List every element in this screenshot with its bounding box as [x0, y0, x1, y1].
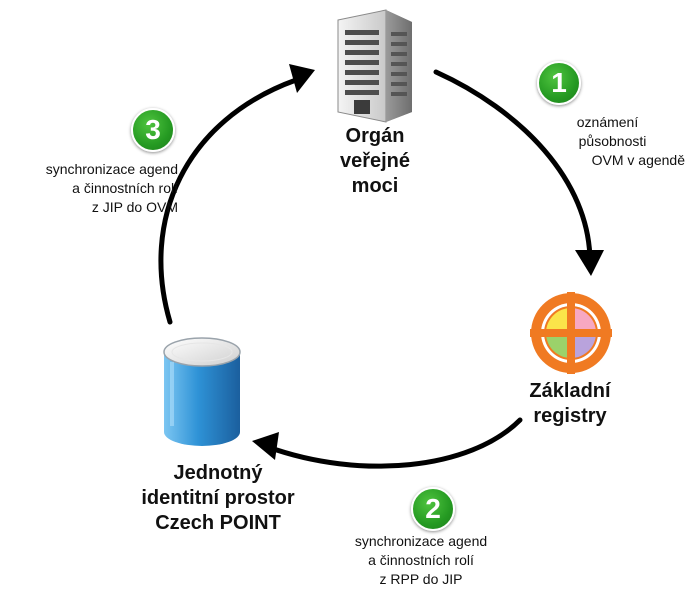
- step-2-badge: 2: [411, 487, 455, 531]
- arrow-organ-to-registry: [433, 69, 604, 276]
- step-1-badge: 1: [537, 61, 581, 105]
- step-3-badge: 3: [131, 108, 175, 152]
- step-1-text: oznámení působnosti OVM v agendě: [576, 114, 685, 168]
- step-2-text: synchronizace agend a činnostních rolí z…: [354, 533, 488, 587]
- office-building-icon: [337, 9, 412, 123]
- organ-label: Orgán veřejné moci: [339, 125, 411, 197]
- jip-label: Jednotný identitní prostor Czech POINT: [141, 462, 295, 534]
- registry-label: Základní registry: [529, 380, 611, 427]
- step-3-text: synchronizace agend a činnostních rolí z…: [45, 161, 178, 215]
- database-cylinder-icon: [163, 337, 241, 446]
- arrow-registry-to-jip: [252, 417, 523, 469]
- registry-target-icon: [530, 292, 612, 374]
- arrow-jip-to-organ: [158, 64, 315, 325]
